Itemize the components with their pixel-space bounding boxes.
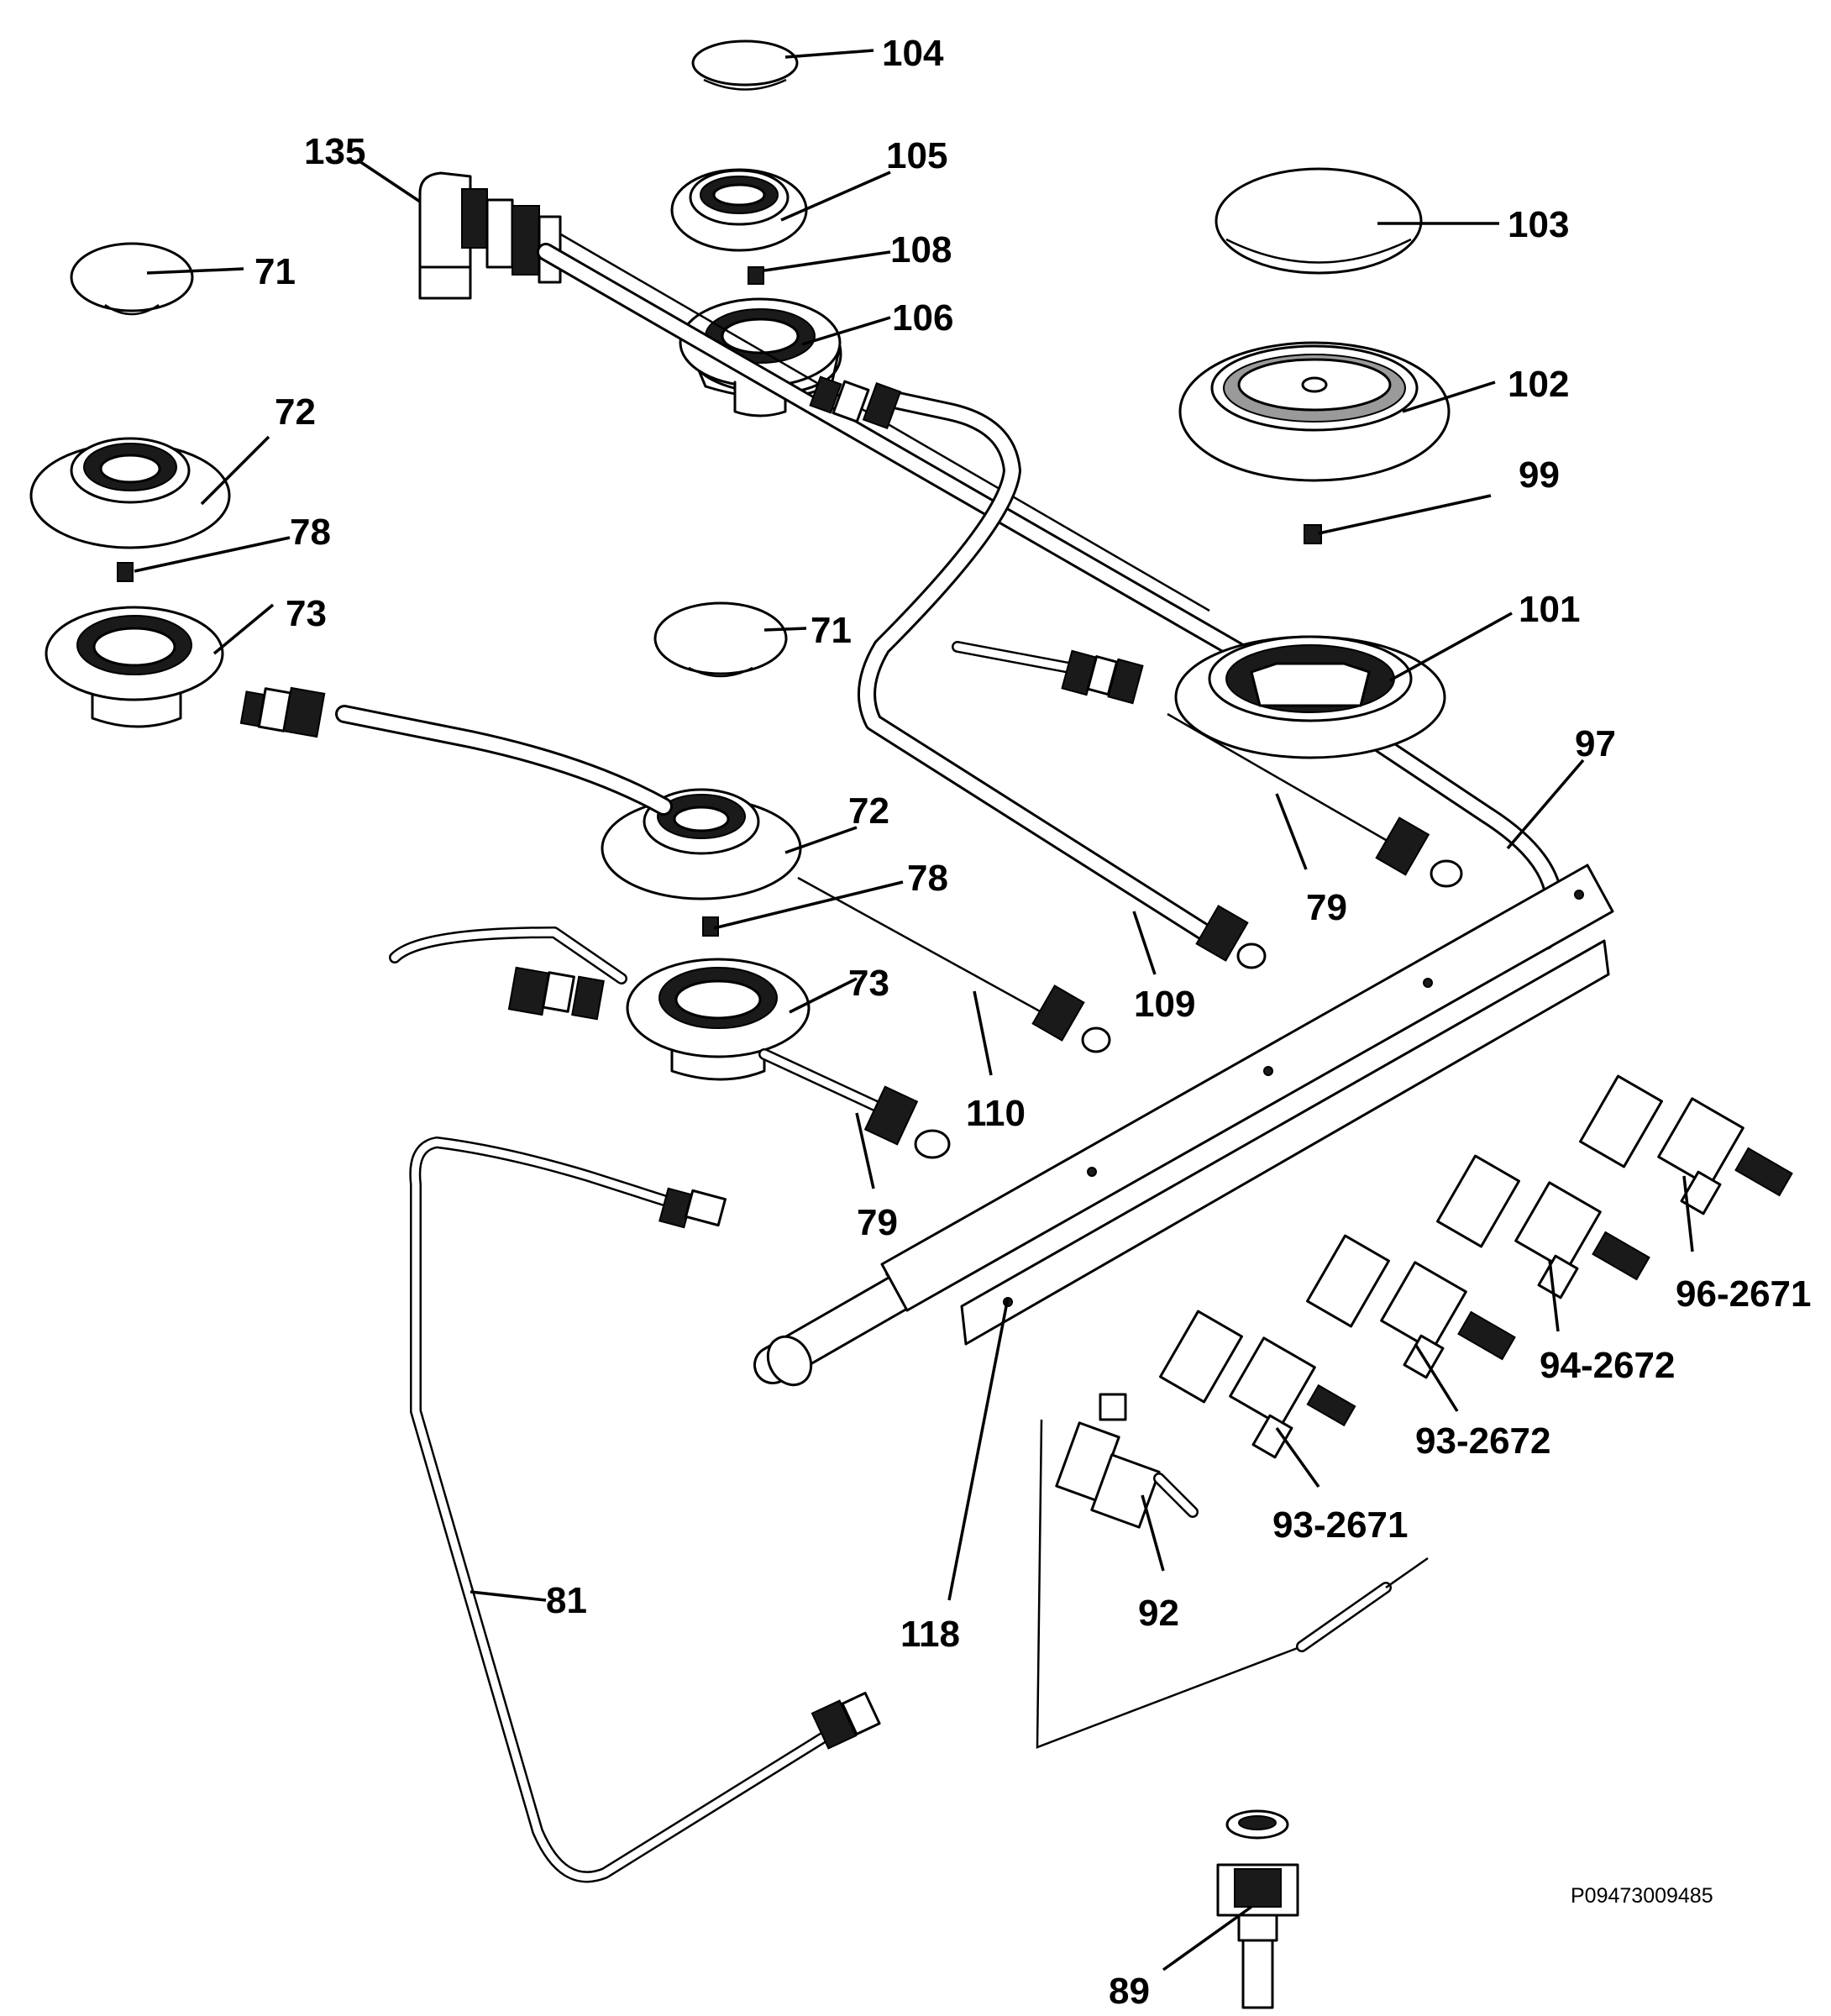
label-71-center: 71 — [811, 610, 852, 651]
label-102: 102 — [1508, 364, 1569, 405]
label-94-2672: 94-2672 — [1540, 1345, 1675, 1386]
label-79-right: 79 — [1306, 887, 1347, 928]
pipe-to-burner-73-center — [389, 927, 627, 1021]
label-135: 135 — [304, 131, 365, 172]
part-71-burner-cap-left — [70, 242, 194, 316]
part-135-inlet-elbow — [418, 171, 562, 300]
part-105-burner-crown — [670, 168, 808, 252]
part-71-burner-cap-center — [653, 601, 788, 678]
part-79-gas-pipe-lower — [758, 1048, 951, 1159]
label-89: 89 — [1109, 1971, 1150, 2012]
label-110: 110 — [966, 1093, 1026, 1134]
part-89-inlet-fitting — [1216, 1809, 1299, 2009]
label-96-2671: 96-2671 — [1676, 1273, 1811, 1315]
part-73-burner-body-center — [626, 958, 811, 1081]
part-102-burner-crown-large — [1178, 341, 1451, 482]
part-94-2672-gas-valve — [1436, 1154, 1650, 1299]
label-78-left: 78 — [290, 512, 331, 553]
label-103: 103 — [1508, 204, 1569, 245]
label-108: 108 — [890, 229, 952, 270]
part-93-2672-gas-valve — [1306, 1234, 1516, 1379]
part-73-burner-body-left — [45, 606, 224, 728]
part-108-injector — [748, 266, 764, 285]
label-73-center: 73 — [848, 963, 889, 1004]
label-118: 118 — [900, 1614, 960, 1655]
part-106-burner-body — [679, 297, 842, 417]
leader-lines — [134, 49, 1694, 1971]
part-78-injector-left — [117, 562, 134, 582]
label-73-left: 73 — [286, 593, 327, 634]
label-81: 81 — [546, 1580, 587, 1621]
label-106: 106 — [892, 297, 953, 339]
part-103-burner-cap-large — [1215, 167, 1423, 275]
part-109-gas-pipe — [809, 375, 1267, 969]
label-93-2671: 93-2671 — [1272, 1504, 1408, 1546]
pipe-to-burner-72-center — [239, 686, 673, 816]
label-104: 104 — [882, 33, 944, 74]
part-81-gas-pipe — [409, 1137, 881, 1883]
part-96-2671-gas-valve — [1579, 1074, 1793, 1215]
part-72-burner-crown-left — [29, 437, 231, 549]
label-79-lower: 79 — [857, 1202, 898, 1243]
part-104-burner-cap-small — [691, 39, 799, 91]
part-101-burner-body-large — [1174, 635, 1446, 759]
label-109: 109 — [1134, 984, 1195, 1025]
callout-labels: 104 135 105 103 108 71 106 102 72 99 78 … — [254, 33, 1811, 2012]
label-78-center: 78 — [907, 858, 948, 899]
label-92: 92 — [1138, 1593, 1179, 1634]
label-97: 97 — [1575, 723, 1616, 764]
part-92-safety-valve — [1036, 1393, 1429, 1749]
part-99-injector — [1304, 524, 1322, 544]
part-79-gas-pipe-right — [952, 641, 1463, 888]
label-72-left: 72 — [275, 391, 316, 433]
part-110-gas-pipe — [797, 876, 1111, 1053]
label-71-left: 71 — [254, 251, 296, 292]
label-93-2672: 93-2672 — [1415, 1420, 1550, 1462]
label-101: 101 — [1519, 589, 1580, 630]
part-93-2671-gas-valve — [1159, 1310, 1356, 1459]
label-99: 99 — [1519, 454, 1560, 496]
reference-code: P09473009485 — [1571, 1884, 1713, 1908]
label-105: 105 — [886, 135, 947, 176]
part-72-burner-crown-center — [601, 788, 802, 900]
part-118-bracket — [880, 864, 1614, 1346]
label-72-center: 72 — [848, 790, 889, 832]
